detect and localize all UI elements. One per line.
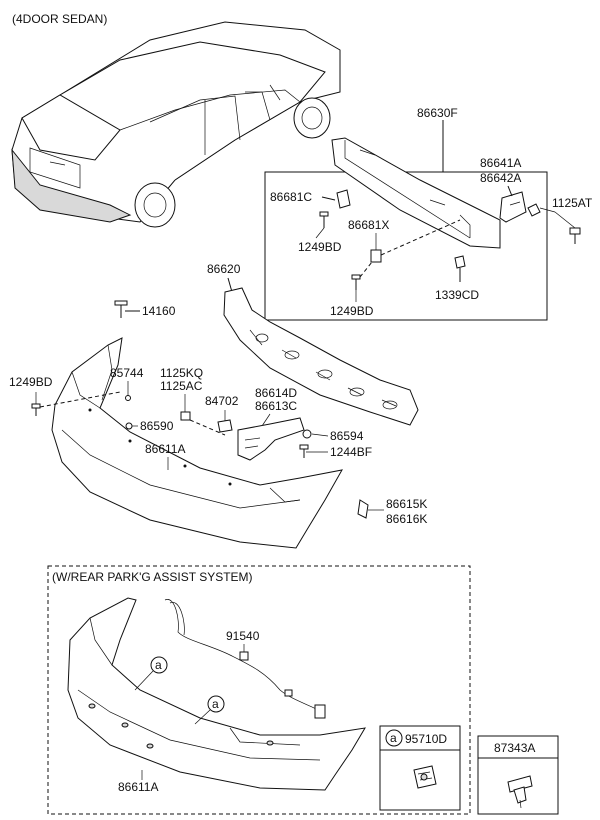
callout-86642A: 86642A [480, 171, 521, 185]
bumper-cover [51, 337, 343, 549]
legend-sensor-part: 95710D [405, 732, 447, 746]
callout-1249BD-c: 1249BD [9, 375, 53, 389]
callout-1249BD-a: 1249BD [298, 240, 342, 254]
ref-label-a-2: a [212, 697, 219, 711]
callout-86616K: 86616K [386, 512, 427, 526]
callout-85744: 85744 [110, 366, 144, 380]
energy-absorber [223, 287, 419, 426]
callout-84702: 84702 [205, 394, 239, 408]
model-heading: (4DOOR SEDAN) [12, 12, 107, 26]
callout-86613C: 86613C [255, 399, 297, 413]
legend-sensor-ref: a [390, 731, 397, 745]
callout-1125AT: 1125AT [552, 196, 593, 210]
rail-bracket [499, 191, 541, 223]
retainer-clip-part [507, 775, 533, 809]
bumper-side-bracket [237, 417, 305, 461]
ultrasonic-sensor-part [413, 765, 437, 789]
option-heading: (W/REAR PARK'G ASSIST SYSTEM) [52, 570, 253, 584]
callout-86611A: 86611A [145, 442, 185, 456]
callout-86590: 86590 [140, 419, 174, 433]
callout-1125AC: 1125AC [160, 379, 203, 393]
callout-86681C: 86681C [270, 190, 312, 204]
ref-circle-a-2 [207, 695, 225, 713]
callout-1125KQ: 1125KQ [160, 366, 203, 380]
ref-label-a-1: a [155, 658, 162, 672]
callout-1249BD-b: 1249BD [330, 304, 374, 318]
callout-86620: 86620 [207, 262, 241, 276]
ref-circle-a-1 [150, 656, 168, 674]
bumper-cover-with-sensors [67, 597, 366, 791]
callout-91540: 91540 [226, 629, 260, 643]
callout-86594: 86594 [330, 429, 364, 443]
legend-clip-part: 87343A [494, 741, 535, 755]
callout-86630F: 86630F [417, 106, 458, 120]
callout-86681X: 86681X [348, 218, 389, 232]
callout-86641A: 86641A [480, 156, 521, 170]
callout-1339CD: 1339CD [435, 288, 479, 302]
sedan-illustration [11, 21, 341, 228]
callout-86614D: 86614D [255, 386, 297, 400]
callout-86611A-b: 86611A [118, 780, 158, 794]
park-assist-group-box [47, 565, 471, 815]
legend-sensor: a 95710D [379, 725, 461, 811]
callout-14160: 14160 [142, 304, 176, 318]
sensor-wiring-harness [164, 599, 326, 719]
legend-clip: 87343A [477, 735, 559, 815]
callout-1244BF: 1244BF [330, 445, 372, 459]
callout-86615K: 86615K [386, 497, 427, 511]
